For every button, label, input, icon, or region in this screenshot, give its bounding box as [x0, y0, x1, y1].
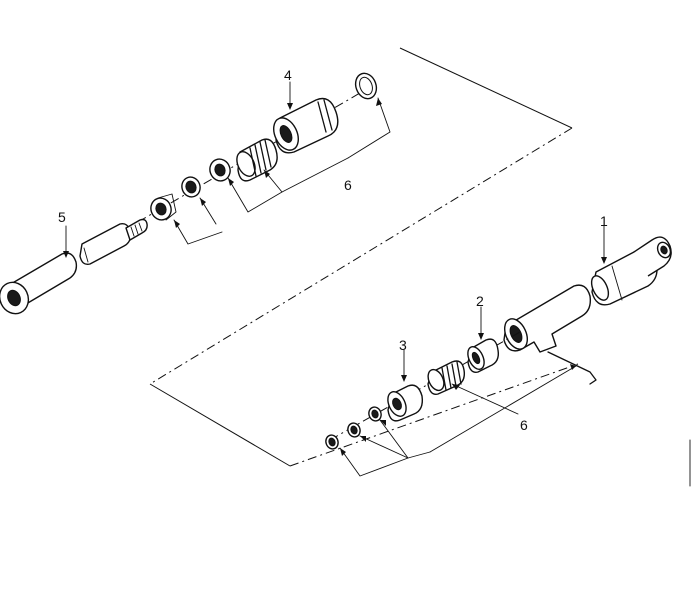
- callout-4: 4: [284, 67, 292, 83]
- upper-frame: [149, 47, 573, 385]
- upper-leaders: [63, 81, 391, 258]
- upper-piston: [236, 138, 278, 182]
- lower-axis: [329, 331, 521, 441]
- upper-snap-ring: [354, 72, 378, 100]
- callout-6-upper: 6: [344, 177, 352, 193]
- callout-5: 5: [58, 209, 66, 225]
- cylinder-tube: [503, 284, 592, 353]
- lower-piston: [427, 360, 466, 395]
- lower-frame: [149, 363, 579, 467]
- callout-3: 3: [399, 337, 407, 353]
- upper-ring-1: [150, 193, 177, 221]
- upper-ring-2: [181, 176, 201, 198]
- gland-head: [273, 97, 339, 154]
- lower-ring-3: [325, 434, 339, 450]
- callout-1: 1: [600, 213, 608, 229]
- piston-rod-eye: [0, 252, 78, 315]
- callout-6-lower: 6: [520, 417, 528, 433]
- lower-leaders: [339, 225, 607, 477]
- lower-sleeve: [467, 338, 500, 373]
- rod-sleeve: [79, 222, 132, 266]
- rod-stud: [125, 218, 148, 241]
- lower-ring-2: [347, 422, 361, 438]
- callouts: 1 2 3 4 5 6 6: [58, 67, 608, 433]
- cylinder-barrel: [590, 236, 672, 306]
- hex-key: [547, 351, 597, 385]
- lower-ring-1: [368, 406, 382, 422]
- upper-ring-3: [209, 158, 231, 182]
- callout-2: 2: [476, 293, 484, 309]
- lower-gland: [387, 384, 424, 422]
